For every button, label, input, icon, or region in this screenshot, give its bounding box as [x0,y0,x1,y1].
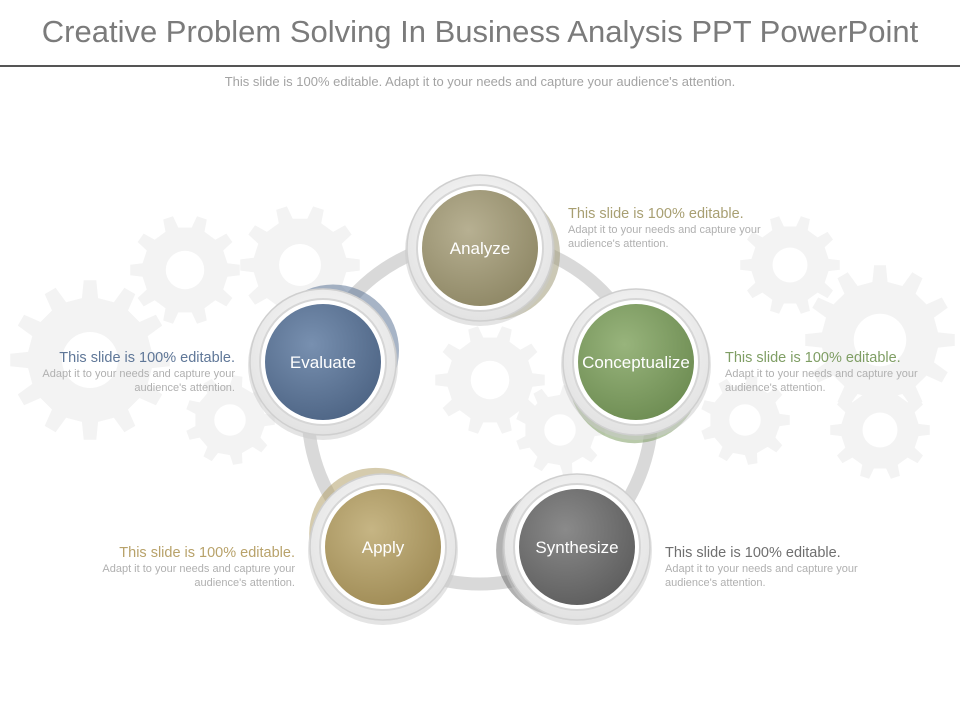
node-apply: Apply [308,473,458,625]
node-analyze: Analyze [405,174,555,326]
gear-hole [772,247,808,283]
note-conceptualize-body: Adapt it to your needs and capture your … [725,368,918,394]
node-disc [265,304,381,420]
note-synthesize: This slide is 100% editable. Adapt it to… [665,545,865,590]
note-synthesize-head: This slide is 100% editable. [665,545,841,561]
note-evaluate-body: Adapt it to your needs and capture your … [42,368,235,394]
node-disc [578,304,694,420]
note-apply-body: Adapt it to your needs and capture your … [102,563,295,589]
note-analyze: This slide is 100% editable. Adapt it to… [568,206,768,251]
node-conceptualize: Conceptualize [561,288,711,440]
node-label-analyze: Analyze [450,239,510,258]
note-apply-head: This slide is 100% editable. [119,545,295,561]
node-label-apply: Apply [362,538,405,557]
note-analyze-head: This slide is 100% editable. [568,206,744,222]
node-label-conceptualize: Conceptualize [582,353,690,372]
note-apply: This slide is 100% editable. Adapt it to… [95,545,295,590]
gear-hole [862,412,898,448]
slide-title: Creative Problem Solving In Business Ana… [41,14,919,49]
gear-hole [165,250,205,290]
node-evaluate: Evaluate [248,288,398,440]
gear-hole [214,404,246,436]
gear-hole [62,332,118,388]
node-disc [422,190,538,306]
gear-hole [279,244,321,286]
note-evaluate-head: This slide is 100% editable. [59,350,235,366]
note-evaluate: This slide is 100% editable. Adapt it to… [35,350,235,395]
gear-hole [853,313,907,367]
slide-subtitle: This slide is 100% editable. Adapt it to… [224,74,736,89]
gear-hole [729,404,761,436]
gear-hole [470,360,510,400]
title-divider [0,65,960,67]
note-synthesize-body: Adapt it to your needs and capture your … [665,563,858,589]
node-disc [519,489,635,605]
node-disc [325,489,441,605]
gear-hole [544,414,576,446]
note-analyze-body: Adapt it to your needs and capture your … [568,224,761,250]
node-synthesize: Synthesize [502,473,652,625]
note-conceptualize-head: This slide is 100% editable. [725,350,901,366]
note-conceptualize: This slide is 100% editable. Adapt it to… [725,350,925,395]
node-label-evaluate: Evaluate [290,353,356,372]
node-label-synthesize: Synthesize [535,538,618,557]
background-gears [10,206,955,479]
